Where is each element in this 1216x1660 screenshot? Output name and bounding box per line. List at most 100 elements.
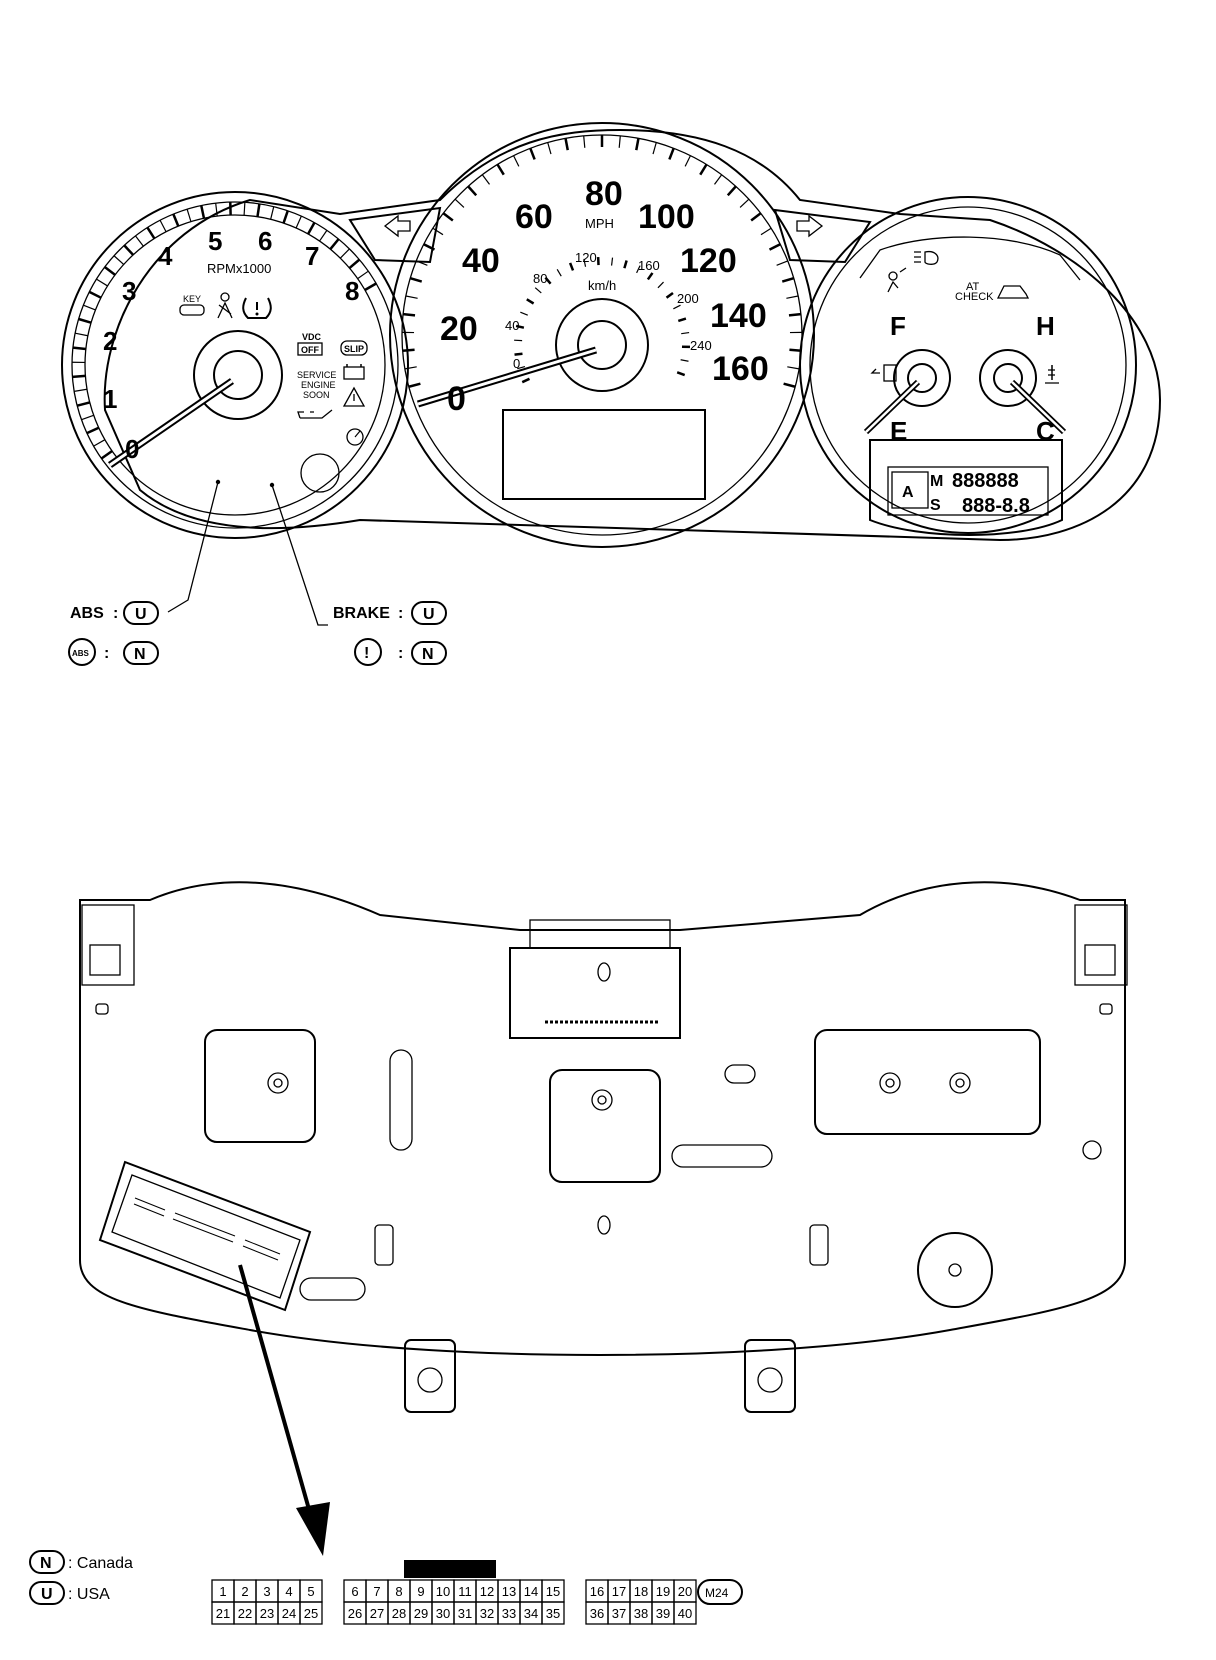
- connector-arrow: [238, 1264, 314, 1521]
- fuel-empty-label: E: [890, 416, 907, 446]
- pin-cell: [299, 1601, 323, 1625]
- turn-right-panel: [773, 208, 872, 264]
- gear-indicator: [891, 471, 929, 509]
- pin-number: 1: [219, 1584, 226, 1599]
- pin-number: 21: [216, 1606, 230, 1621]
- rear-connector: [98, 1160, 312, 1312]
- slip-label: SLIP: [344, 344, 364, 354]
- bottom-tab-right: [744, 1339, 796, 1413]
- tachometer: 0 1 2 3 4 5 6 7 8 RPMx1000 KEY: [61, 191, 409, 539]
- trip-digits: 888-8.8: [962, 495, 1030, 517]
- center-screw-boss: [549, 1069, 661, 1183]
- left-bracket: [81, 904, 135, 986]
- pin-number: 23: [260, 1606, 274, 1621]
- odometer-panel: [869, 439, 1063, 536]
- pin-number: 24: [282, 1606, 296, 1621]
- legend-n-badge: [29, 1550, 65, 1574]
- battery-icon: [343, 364, 365, 380]
- fuel-full-label: F: [890, 311, 906, 341]
- brake-n-code: N: [422, 646, 434, 663]
- tire-pressure-icon: [242, 297, 272, 319]
- pin-number: 30: [436, 1606, 450, 1621]
- pin-number: 18: [634, 1584, 648, 1599]
- pin-number: 15: [546, 1584, 560, 1599]
- pin-number: 38: [634, 1606, 648, 1621]
- pin-number: 37: [612, 1606, 626, 1621]
- tach-unit: RPMx1000: [207, 261, 271, 276]
- mph-unit: MPH: [585, 216, 614, 231]
- kmh-80: 80: [533, 271, 547, 286]
- pin-number: 26: [348, 1606, 362, 1621]
- temp-hub: [979, 349, 1037, 407]
- tach-number-5: 5: [208, 226, 222, 256]
- left-screw-boss: [204, 1029, 316, 1143]
- pin-number: 29: [414, 1606, 428, 1621]
- brake-colon: :: [398, 605, 403, 622]
- legend-n-text: : Canada: [68, 1555, 133, 1572]
- pin-number: 35: [546, 1606, 560, 1621]
- fuel-hub: [893, 349, 951, 407]
- at-label-2: CHECK: [955, 291, 994, 303]
- connector-id-badge: [697, 1579, 743, 1605]
- turn-left-panel: [348, 206, 442, 264]
- mph-60: 60: [515, 198, 553, 236]
- right-screw-boss: [814, 1029, 1041, 1135]
- temp-cold-label: C: [1036, 416, 1055, 446]
- master-warning-icon: [342, 386, 366, 407]
- pin-number: 8: [395, 1584, 402, 1599]
- mph-140: 140: [710, 297, 767, 335]
- pin-cell: [673, 1601, 697, 1625]
- pin-number: 10: [436, 1584, 450, 1599]
- round-indicator: [300, 453, 340, 493]
- service-line-1: SERVICE: [297, 370, 336, 380]
- mph-120: 120: [680, 242, 737, 280]
- legend-u-code: U: [41, 1586, 53, 1603]
- pin-number: 16: [590, 1584, 604, 1599]
- pin-number: 39: [656, 1606, 670, 1621]
- service-line-3: SOON: [303, 390, 330, 400]
- airbag-icon: [887, 267, 907, 293]
- cluster-housing: [103, 128, 1162, 542]
- tach-number-6: 6: [258, 226, 272, 256]
- mph-0: 0: [447, 380, 466, 418]
- abs-u-badge: [123, 601, 159, 625]
- pin-number: 34: [524, 1606, 538, 1621]
- key-label: KEY: [183, 294, 201, 304]
- connector-latch: [404, 1560, 496, 1578]
- meter-front-view: 0 1 2 3 4 5 6 7 8 RPMx1000 KEY: [61, 122, 1162, 666]
- kmh-40: 40: [505, 318, 519, 333]
- pin-number: 9: [417, 1584, 424, 1599]
- vdc-label: VDC: [302, 332, 322, 342]
- fuel-temp-gauge: F E H C AT CHECK: [799, 196, 1137, 536]
- pin-number: 25: [304, 1606, 318, 1621]
- odo-digits: 888888: [952, 470, 1019, 492]
- kmh-160: 160: [638, 258, 660, 273]
- pin-cell: [541, 1601, 565, 1625]
- abs-colon: :: [113, 605, 118, 622]
- horizontal-pin-row: [671, 1144, 773, 1168]
- abs-icon-text: ABS: [72, 649, 90, 658]
- headlight-icon: [914, 250, 939, 265]
- brake-warning-icon: [354, 638, 382, 666]
- coolant-temp-icon: [1045, 365, 1059, 384]
- pin-number: 12: [480, 1584, 494, 1599]
- security-car-icon: [996, 285, 1030, 299]
- legend: N : Canada U : USA: [29, 1550, 133, 1605]
- vdc-off-label: OFF: [301, 345, 319, 355]
- brake-u-badge: [411, 601, 447, 625]
- kmh-0: 0: [513, 356, 520, 371]
- pin-number: 17: [612, 1584, 626, 1599]
- kmh-120: 120: [575, 250, 597, 265]
- tach-number-0: 0: [125, 434, 139, 464]
- rear-connector-pins: [133, 1197, 281, 1261]
- kmh-200: 200: [677, 291, 699, 306]
- tach-number-7: 7: [305, 241, 319, 271]
- slip-box: [340, 340, 368, 356]
- seatbelt-icon: [217, 292, 233, 319]
- pin-number: 40: [678, 1606, 692, 1621]
- mph-160: 160: [712, 350, 769, 388]
- legend-u-badge: [29, 1581, 65, 1605]
- legend-n-code: N: [40, 1555, 52, 1572]
